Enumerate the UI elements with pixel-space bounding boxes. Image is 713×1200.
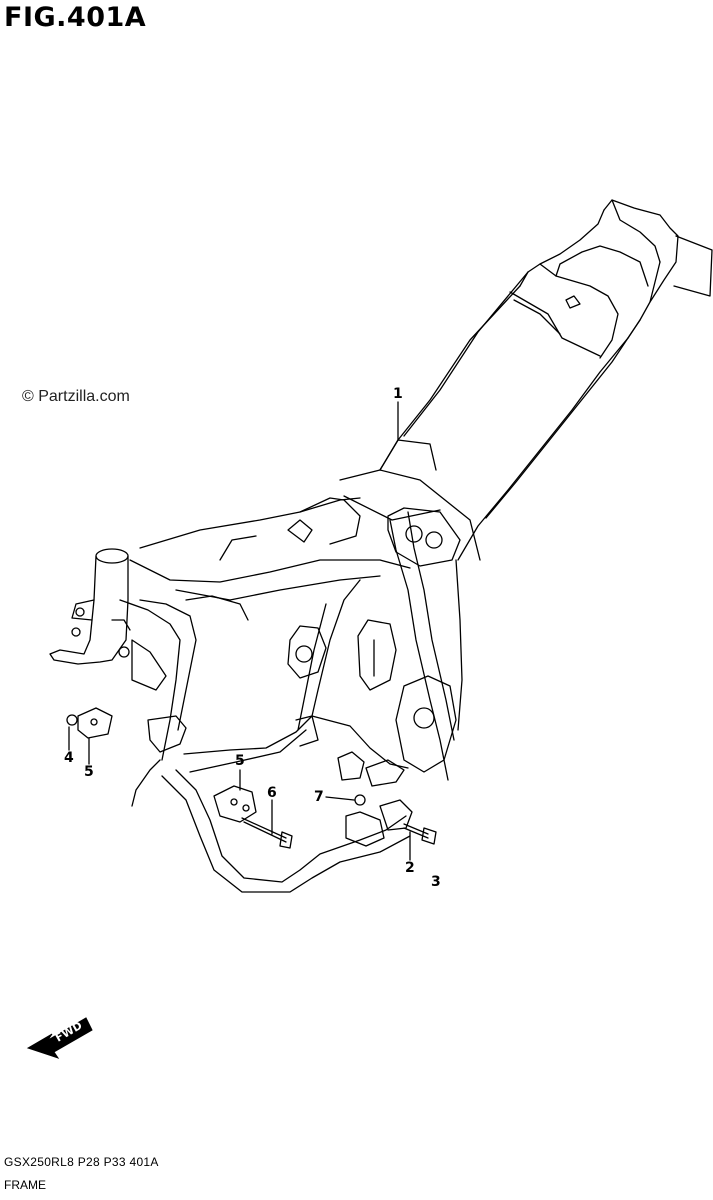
callout-4: 4	[64, 750, 74, 766]
bolt-part-2	[403, 823, 429, 835]
footer-figure-name: FRAME	[4, 1178, 46, 1192]
fwd-arrow-icon	[26, 1017, 93, 1059]
bracket-part-5a	[77, 707, 113, 739]
figure-title: FIG.401A	[4, 2, 147, 33]
footer-model-code: GSX250RL8 P28 P33 401A	[4, 1155, 159, 1169]
watermark: © Partzilla.com	[22, 388, 130, 405]
callout-5-center: 5	[235, 753, 245, 769]
callout-6: 6	[267, 785, 277, 801]
callout-7: 7	[314, 789, 324, 805]
callout-5-left: 5	[84, 764, 94, 780]
nut-part-7	[354, 794, 366, 806]
motorcycle-frame	[49, 199, 713, 893]
callout-3: 3	[431, 874, 441, 890]
callout-1: 1	[393, 386, 403, 402]
bracket-part-5b	[213, 785, 257, 823]
bolt-part-6	[241, 817, 287, 839]
fwd-label: FWD	[53, 1019, 84, 1045]
callout-2: 2	[405, 860, 415, 876]
nut-part-4	[66, 714, 78, 726]
